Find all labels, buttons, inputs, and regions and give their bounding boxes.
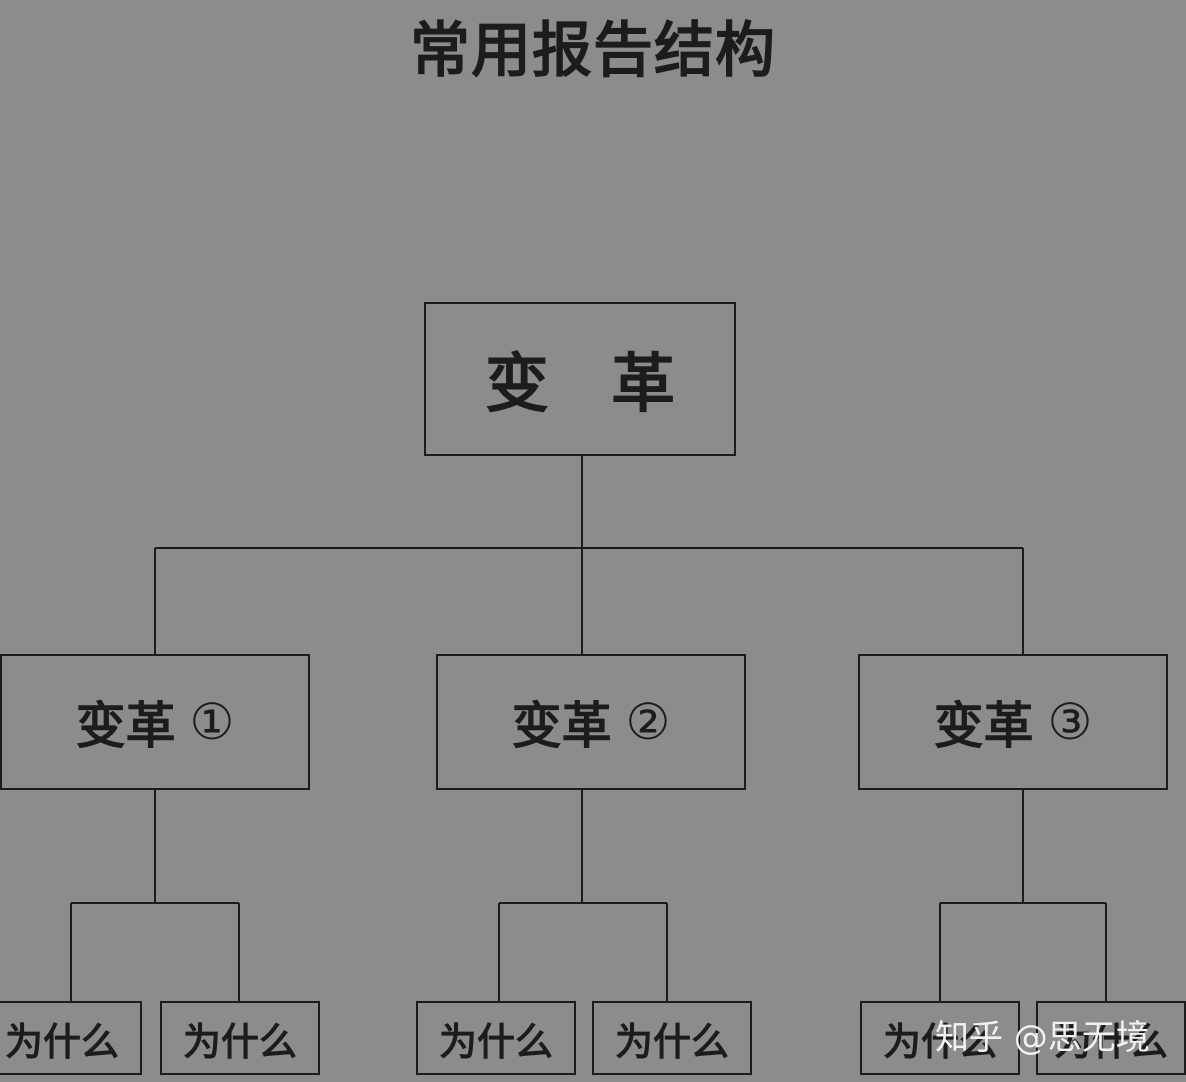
leaf-node-2-1: 为什么 [416,1001,576,1075]
diagram-title: 常用报告结构 [410,16,776,86]
source-watermark: 知乎 @思无境 [935,1018,1150,1058]
branch-node-2-label: 变革 [511,697,612,755]
branch-node-2-marker: ② [625,693,671,751]
branch-node-1-label: 变革 [75,697,176,755]
branch-node-1-marker: ① [189,693,235,751]
leaf-node-1-2: 为什么 [160,1001,320,1075]
branch-node-3-marker: ③ [1047,693,1093,751]
root-node: 变 革 [424,302,736,456]
leaf-node-2-2: 为什么 [592,1001,752,1075]
branch-node-1: 变革 ① [0,654,310,790]
leaf-node-3-1: 为什么 [860,1001,1020,1075]
branch-node-3-label: 变革 [933,697,1034,755]
leaf-node-3-2: 为什么 [1036,1001,1186,1075]
branch-node-3: 变革 ③ [858,654,1168,790]
leaf-node-1-1: 为什么 [0,1001,142,1075]
branch-node-2: 变革 ② [436,654,746,790]
